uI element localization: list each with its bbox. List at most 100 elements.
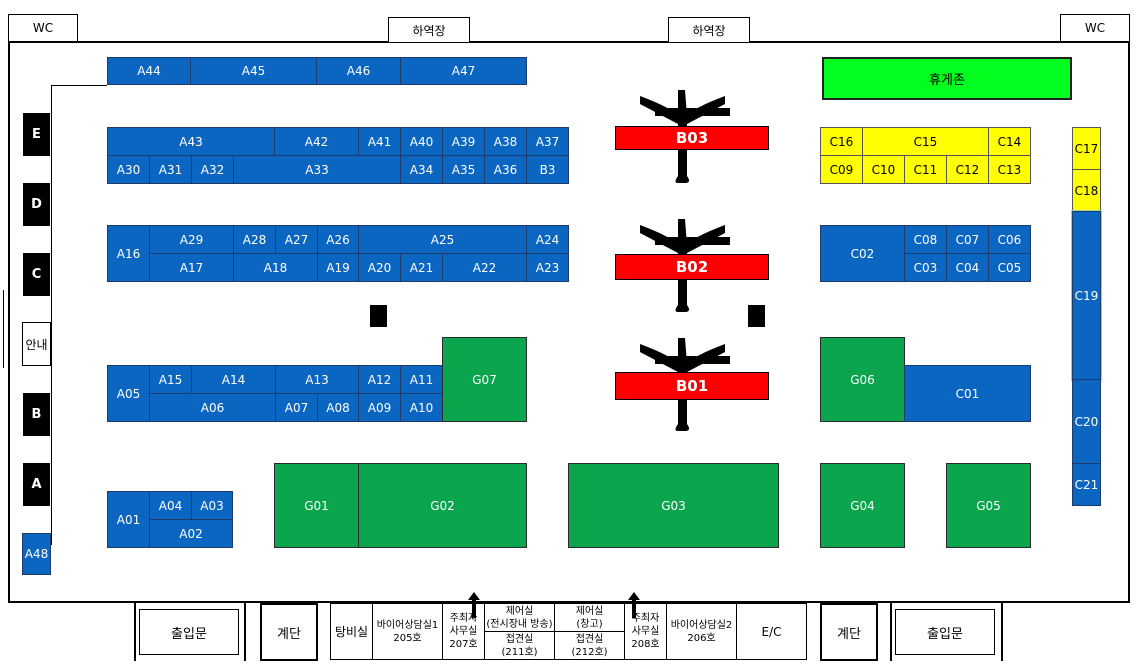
dock-1: 하역장: [388, 17, 470, 43]
reception-room-2-number: (212호): [571, 646, 608, 658]
booth-c01[interactable]: C01: [904, 365, 1031, 422]
booth-g05[interactable]: G05: [946, 463, 1031, 548]
booth-a07[interactable]: A07: [275, 393, 318, 422]
booth-a29[interactable]: A29: [149, 225, 234, 254]
booth-a27[interactable]: A27: [275, 225, 318, 254]
inner-wall-h: [51, 85, 107, 86]
booth-a01[interactable]: A01: [107, 491, 150, 548]
booth-g02[interactable]: G02: [358, 463, 527, 548]
booth-a09[interactable]: A09: [358, 393, 401, 422]
bottom-divider-right-2: [1001, 603, 1003, 661]
booth-a39[interactable]: A39: [442, 127, 485, 156]
booth-c04[interactable]: C04: [946, 253, 989, 282]
booth-a08[interactable]: A08: [317, 393, 359, 422]
wc-left: WC: [8, 14, 78, 42]
booth-a30[interactable]: A30: [107, 155, 150, 184]
booth-c11[interactable]: C11: [904, 155, 947, 184]
booth-a32[interactable]: A32: [191, 155, 234, 184]
control-room-1: 제어실 (전시장내 방송): [484, 603, 555, 632]
booth-a16[interactable]: A16: [107, 225, 150, 282]
booth-c09[interactable]: C09: [820, 155, 863, 184]
booth-c06[interactable]: C06: [988, 225, 1031, 254]
booth-a48[interactable]: A48: [22, 533, 51, 575]
booth-b3[interactable]: B3: [526, 155, 569, 184]
booth-a23[interactable]: A23: [526, 253, 569, 282]
booth-a36[interactable]: A36: [484, 155, 527, 184]
booth-c21[interactable]: C21: [1072, 463, 1101, 506]
booth-a46[interactable]: A46: [316, 57, 401, 85]
info-desk[interactable]: 안내: [22, 322, 51, 366]
reception-room-2-label: 접견실: [575, 633, 604, 645]
booth-a22[interactable]: A22: [442, 253, 527, 282]
booth-a17[interactable]: A17: [149, 253, 234, 282]
wc-right: WC: [1060, 14, 1130, 42]
booth-a06[interactable]: A06: [149, 393, 276, 422]
booth-c08[interactable]: C08: [904, 225, 947, 254]
booth-a43[interactable]: A43: [107, 127, 275, 156]
booth-g01[interactable]: G01: [274, 463, 359, 548]
booth-g03[interactable]: G03: [568, 463, 779, 548]
booth-c19[interactable]: C19: [1071, 210, 1102, 381]
booth-a05[interactable]: A05: [107, 365, 150, 422]
stage-b02[interactable]: B02: [615, 254, 769, 280]
entrance-left[interactable]: 출입문: [139, 609, 239, 655]
arrow-up-icon-1: [468, 592, 480, 618]
booth-a11[interactable]: A11: [400, 365, 443, 394]
booth-a18[interactable]: A18: [233, 253, 318, 282]
booth-a42[interactable]: A42: [274, 127, 359, 156]
booth-a37[interactable]: A37: [526, 127, 569, 156]
booth-a21[interactable]: A21: [400, 253, 443, 282]
booth-a44[interactable]: A44: [107, 57, 191, 85]
booth-a41[interactable]: A41: [358, 127, 401, 156]
booth-c18[interactable]: C18: [1072, 169, 1101, 212]
booth-a33[interactable]: A33: [233, 155, 401, 184]
booth-a24[interactable]: A24: [526, 225, 569, 254]
booth-c16[interactable]: C16: [820, 127, 863, 156]
booth-c14[interactable]: C14: [988, 127, 1031, 156]
stage-b01[interactable]: B01: [615, 372, 769, 400]
entrance-right[interactable]: 출입문: [895, 609, 995, 655]
booth-c05[interactable]: C05: [988, 253, 1031, 282]
booth-a47[interactable]: A47: [400, 57, 527, 85]
dock-2: 하역장: [668, 17, 750, 43]
booth-c02[interactable]: C02: [820, 225, 905, 282]
booth-c20[interactable]: C20: [1072, 379, 1101, 464]
stage-b03[interactable]: B03: [615, 126, 769, 150]
booth-a40[interactable]: A40: [400, 127, 443, 156]
booth-g04[interactable]: G04: [820, 463, 905, 548]
booth-a45[interactable]: A45: [190, 57, 317, 85]
reception-room-1-label: 접견실: [505, 633, 534, 645]
booth-a19[interactable]: A19: [317, 253, 359, 282]
booth-a25[interactable]: A25: [358, 225, 527, 254]
side-e: E: [23, 113, 50, 156]
booth-a14[interactable]: A14: [191, 365, 276, 394]
booth-a35[interactable]: A35: [442, 155, 485, 184]
booth-a31[interactable]: A31: [149, 155, 192, 184]
booth-a13[interactable]: A13: [275, 365, 359, 394]
booth-c13[interactable]: C13: [988, 155, 1031, 184]
booth-a10[interactable]: A10: [400, 393, 443, 422]
booth-a20[interactable]: A20: [358, 253, 401, 282]
booth-c07[interactable]: C07: [946, 225, 989, 254]
bottom-divider-left-2: [244, 603, 246, 661]
booth-a04[interactable]: A04: [149, 491, 192, 520]
booth-a34[interactable]: A34: [400, 155, 443, 184]
booth-a26[interactable]: A26: [317, 225, 359, 254]
host-office-1-label-2: 사무실: [449, 626, 478, 637]
booth-a02[interactable]: A02: [149, 519, 233, 548]
host-office-1-number: 207호: [449, 639, 478, 650]
bottom-divider-right-1: [890, 603, 892, 661]
booth-a12[interactable]: A12: [358, 365, 401, 394]
booth-c10[interactable]: C10: [862, 155, 905, 184]
booth-a15[interactable]: A15: [149, 365, 192, 394]
rest-zone[interactable]: 휴게존: [822, 57, 1072, 100]
booth-c12[interactable]: C12: [946, 155, 989, 184]
booth-c15[interactable]: C15: [862, 127, 989, 156]
booth-a28[interactable]: A28: [233, 225, 276, 254]
booth-a38[interactable]: A38: [484, 127, 527, 156]
booth-g06[interactable]: G06: [820, 337, 905, 422]
booth-c03[interactable]: C03: [904, 253, 947, 282]
booth-c17[interactable]: C17: [1072, 127, 1101, 170]
booth-g07[interactable]: G07: [442, 337, 527, 422]
booth-a03[interactable]: A03: [191, 491, 233, 520]
